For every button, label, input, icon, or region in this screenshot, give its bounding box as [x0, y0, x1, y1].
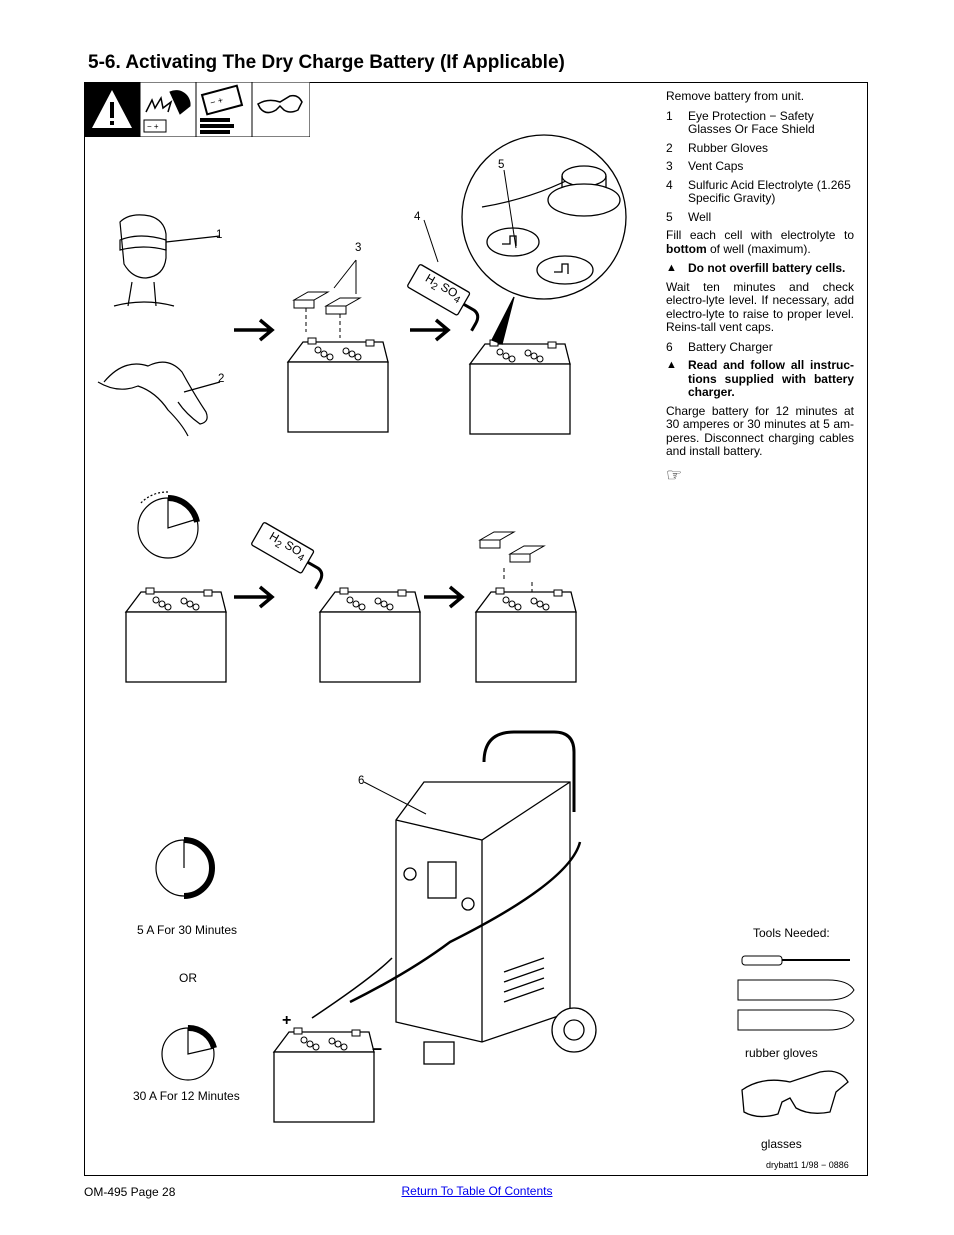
drawing-code: drybatt1 1/98 − 0886	[766, 1160, 849, 1170]
wait-instruction: Wait ten minutes and check electro-lyte …	[666, 279, 854, 334]
eye-protection-person	[113, 214, 221, 307]
pointing-hand-icon: ☞	[666, 464, 683, 485]
svg-text:− +: − +	[147, 122, 159, 131]
warning-triangle-icon: ▲	[666, 359, 677, 371]
battery-1	[287, 337, 389, 433]
caption-5a-30min: 5 A For 30 Minutes	[137, 923, 238, 937]
callout-3: 3	[355, 242, 362, 254]
svg-text:− +: − +	[209, 95, 224, 108]
glasses-label: glasses	[761, 1137, 802, 1151]
arrow-right-4	[422, 585, 464, 609]
warning-triangle-icon	[92, 90, 132, 128]
section-title: 5-6. Activating The Dry Charge Battery (…	[88, 52, 565, 73]
arrow-right-1	[232, 318, 274, 342]
intro-text: Remove battery from unit.	[666, 89, 805, 103]
battery-3	[125, 587, 227, 683]
safety-warning-strip: − + − +	[84, 82, 310, 137]
callout-4: 4	[414, 211, 421, 223]
return-to-toc-link[interactable]: Return To Table Of Contents	[401, 1184, 553, 1198]
callout-2: 2	[218, 373, 225, 385]
warning-triangle-icon: ▲	[666, 262, 677, 274]
warning-charger: ▲Read and follow all instruc-tions suppl…	[666, 358, 854, 399]
callout-1: 1	[216, 229, 223, 241]
callout-5: 5	[498, 159, 505, 171]
figure-frame	[84, 82, 868, 1176]
battery-6	[273, 1027, 375, 1123]
battery-4	[319, 587, 421, 683]
callout-6: 6	[358, 775, 365, 787]
warning-overfill: ▲Do not overfill battery cells.	[666, 261, 846, 275]
timer-12-min	[161, 1025, 217, 1081]
arrow-right-3	[232, 585, 274, 609]
positive-terminal-label: +	[282, 1012, 292, 1029]
glasses-icon	[741, 1070, 849, 1118]
gloves-label: rubber gloves	[745, 1046, 818, 1060]
timer-30-min	[155, 837, 215, 899]
screwdriver-icon	[741, 955, 850, 966]
tools-heading: Tools Needed:	[753, 926, 830, 940]
battery-2	[469, 339, 571, 435]
page-number: OM-495 Page 28	[84, 1185, 176, 1199]
battery-activation-illustration	[97, 134, 627, 1123]
battery-charger	[395, 730, 597, 1065]
tools-needed: Tools Needed: rubber gloves glasses	[722, 920, 862, 1160]
explosion-icon: − +	[143, 90, 191, 133]
fill-instruction: Fill each cell with electrolyte to botto…	[666, 228, 854, 256]
well-magnifier	[461, 134, 627, 345]
negative-terminal-label: –	[372, 1038, 383, 1058]
caption-30a-12min: 30 A For 12 Minutes	[133, 1089, 240, 1103]
timer-10-min	[137, 491, 200, 559]
battery-5	[475, 587, 577, 683]
rubber-gloves-icon	[737, 979, 855, 1031]
arrow-right-2	[408, 318, 450, 342]
safety-glasses-icon	[257, 94, 303, 114]
glove-battery-icon: − +	[200, 84, 244, 134]
charge-instruction: Charge battery for 12 minutes at 30 ampe…	[666, 403, 854, 458]
rubber-gloves-hands	[97, 361, 221, 437]
caption-or: OR	[179, 971, 197, 985]
